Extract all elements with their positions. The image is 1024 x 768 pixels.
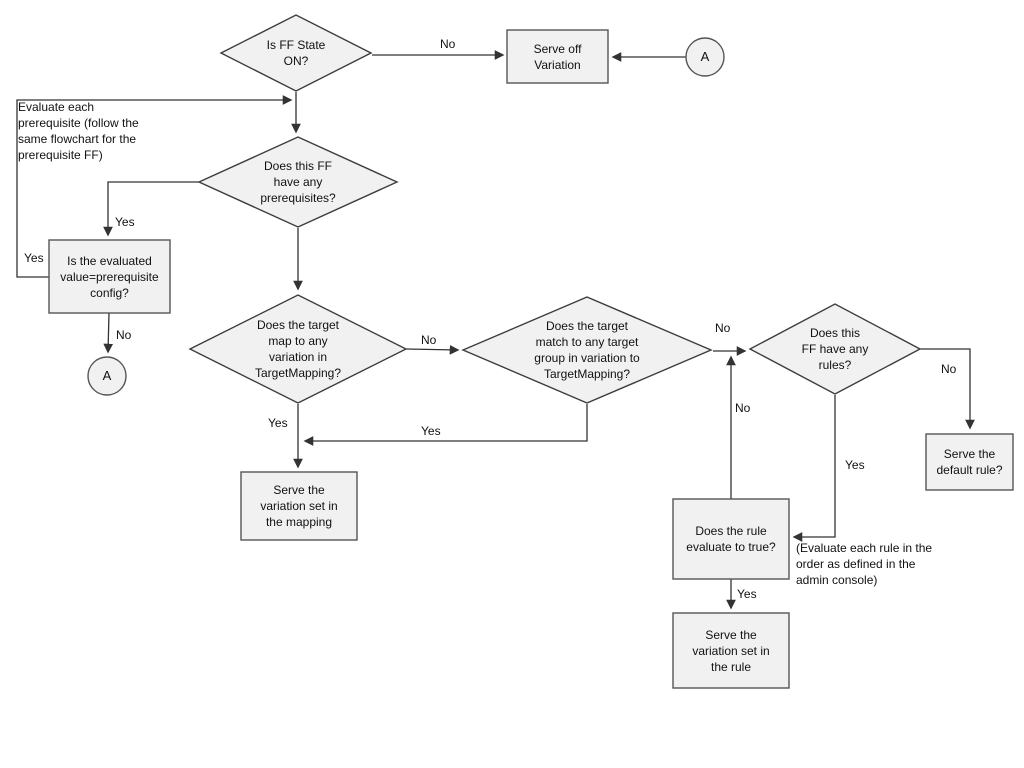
process-serve-default-rule [925, 433, 1014, 491]
edge-rules-no-to-default-rule [920, 348, 975, 430]
edge-config-no-to-connector-a [103, 312, 114, 354]
decision-has-rules [748, 303, 922, 395]
process-serve-variation-rule [672, 612, 790, 689]
connector-a-left [87, 356, 127, 396]
edge-rules-yes-to-rule-eval [792, 395, 836, 542]
process-serve-off-variation [506, 29, 609, 84]
connector-a-top [685, 37, 725, 77]
edge-targetgroup-yes-to-serve-mapping [303, 404, 588, 446]
decision-has-prerequisites [197, 136, 399, 228]
decision-target-maps-variation [188, 294, 408, 404]
decision-target-matches-group [461, 296, 713, 404]
process-serve-variation-mapping [240, 471, 358, 541]
edge-config-yes-loopback [16, 95, 293, 278]
process-value-equals-prereq-config [48, 239, 171, 314]
edge-mapping-no-to-targetgroup [405, 344, 460, 355]
process-rule-evaluates-true [672, 498, 790, 580]
edge-prerequisites-yes-to-config [103, 181, 199, 237]
decision-is-ff-state-on [219, 14, 373, 92]
